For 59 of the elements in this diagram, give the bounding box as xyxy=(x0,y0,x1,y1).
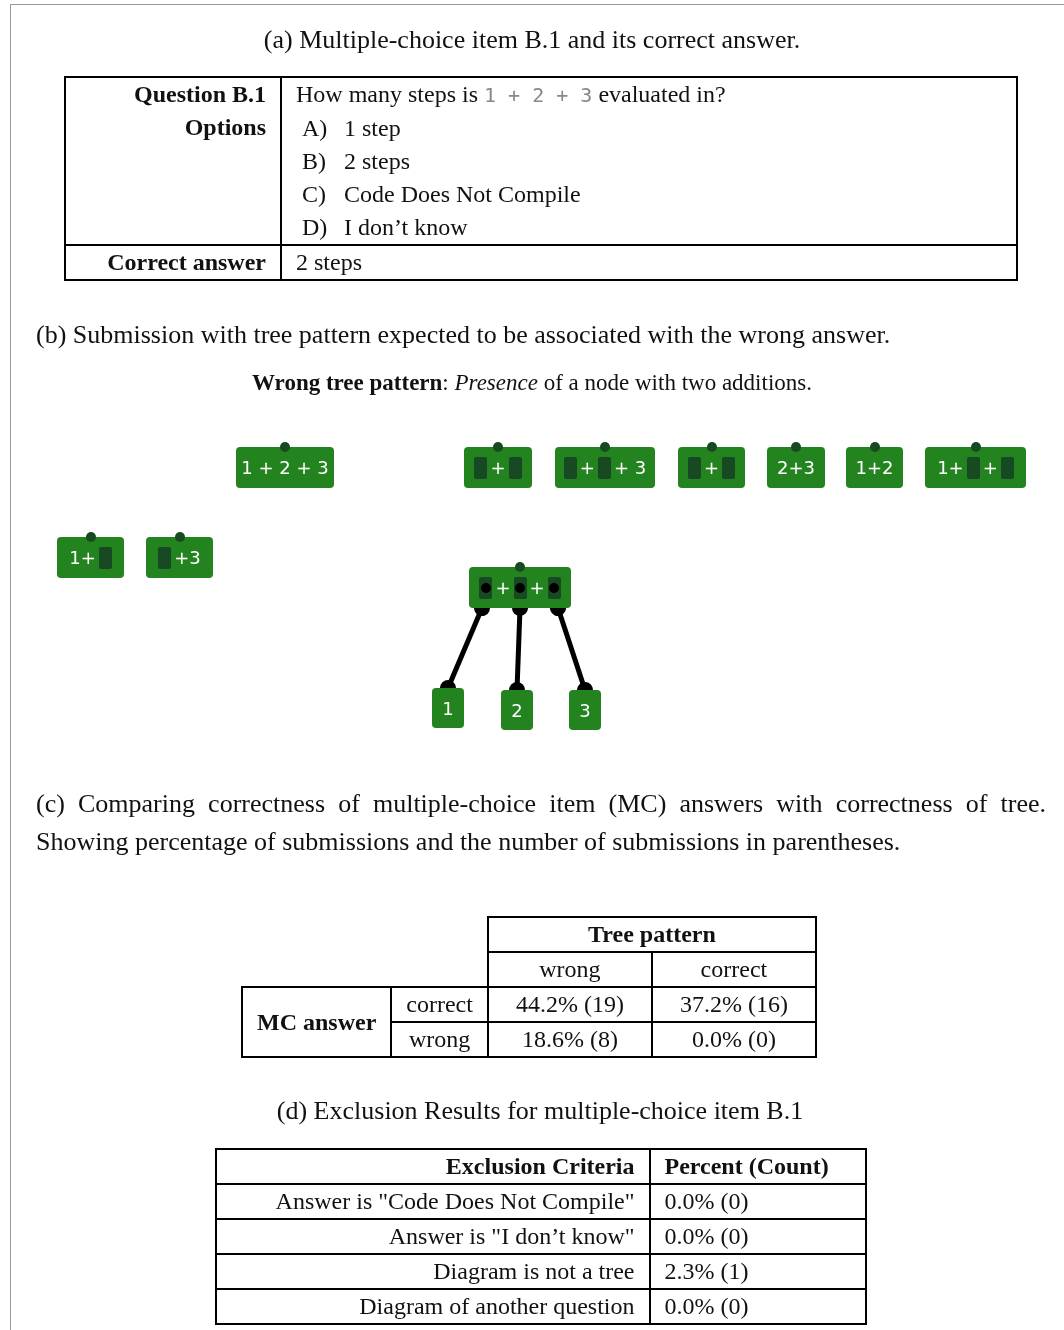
table-cell: 0.0% (0) xyxy=(649,1289,866,1324)
table-header: Tree pattern xyxy=(487,917,816,952)
table-cell: 0.0% (0) xyxy=(649,1219,866,1254)
block-text: + xyxy=(529,577,545,598)
table-cell: 0.0% (0) xyxy=(649,1184,866,1219)
block-text: 3 xyxy=(579,699,591,721)
question-text: How many steps is xyxy=(296,81,478,107)
option-letter: B) xyxy=(302,147,327,176)
block-text: + xyxy=(982,457,998,478)
caption: (c) Comparing correctness of multiple-choice item (MC) answers with correctness of tree. Showing percentage of submissions and the number of submissions in parentheses. xyxy=(36,788,1046,858)
table-header: MC answer xyxy=(242,987,392,1057)
table-cell: wrong xyxy=(487,952,652,987)
table-cell: 37.2% (16) xyxy=(651,987,816,1022)
code-block xyxy=(432,688,464,728)
table-cell: Diagram of another question xyxy=(216,1289,650,1324)
block-text: 1+ xyxy=(937,457,964,478)
block-text: 1 xyxy=(442,697,454,719)
table-header: Options xyxy=(183,113,266,142)
block-text: 2 xyxy=(511,699,523,721)
option-letter: A) xyxy=(302,114,329,143)
block-text: 1+2 xyxy=(855,457,894,478)
table-cell: correct xyxy=(651,952,816,987)
code-text: 1 + 2 + 3 xyxy=(484,83,593,107)
code-block xyxy=(569,690,601,730)
caption: (d) Exclusion Results for multiple-choice item B.1 xyxy=(275,1095,805,1127)
option-letter: C) xyxy=(302,180,327,209)
table-cell: Diagram is not a tree xyxy=(216,1254,650,1289)
block-text: 2+3 xyxy=(777,457,815,478)
block-text: + xyxy=(579,457,595,478)
option-text: Code Does Not Compile xyxy=(344,181,581,207)
table-header: Question B.1 xyxy=(132,80,266,109)
table-cell: 44.2% (19) xyxy=(487,987,652,1022)
option-text: 1 step xyxy=(344,115,401,141)
block-text: + xyxy=(703,457,720,478)
table-header: Percent (Count) xyxy=(649,1149,866,1184)
subtitle: Wrong tree pattern: Presence of a node with two additions. xyxy=(251,370,813,396)
block-text: 1+ xyxy=(69,547,96,568)
table-cell: 18.6% (8) xyxy=(487,1022,652,1057)
table-cell: 2 steps xyxy=(281,245,1017,280)
block-text: + xyxy=(495,577,511,598)
table-cell: wrong xyxy=(391,1022,488,1057)
block-text: + xyxy=(490,457,506,478)
table-cell: Answer is "Code Does Not Compile" xyxy=(216,1184,650,1219)
block-text: + 3 xyxy=(613,457,647,478)
code-block xyxy=(501,690,533,730)
table-cell: 0.0% (0) xyxy=(651,1022,816,1057)
option-text: I don’t know xyxy=(344,214,468,240)
table-cell: Answer is "I don’t know" xyxy=(216,1219,650,1254)
table-cell: 2.3% (1) xyxy=(649,1254,866,1289)
block-text: +3 xyxy=(174,547,201,568)
question-text: evaluated in? xyxy=(598,81,726,107)
option-letter: D) xyxy=(302,213,329,242)
table-cell: correct xyxy=(391,987,488,1022)
table-cell: Correct answer xyxy=(65,245,281,280)
caption: (a) Multiple-choice item B.1 and its correct answer. xyxy=(262,24,802,56)
block-text: 1 + 2 + 3 xyxy=(241,457,329,478)
table-header: Exclusion Criteria xyxy=(216,1149,650,1184)
caption: (b) Submission with tree pattern expected to be associated with the wrong answer. xyxy=(36,319,892,351)
option-text: 2 steps xyxy=(344,148,410,174)
